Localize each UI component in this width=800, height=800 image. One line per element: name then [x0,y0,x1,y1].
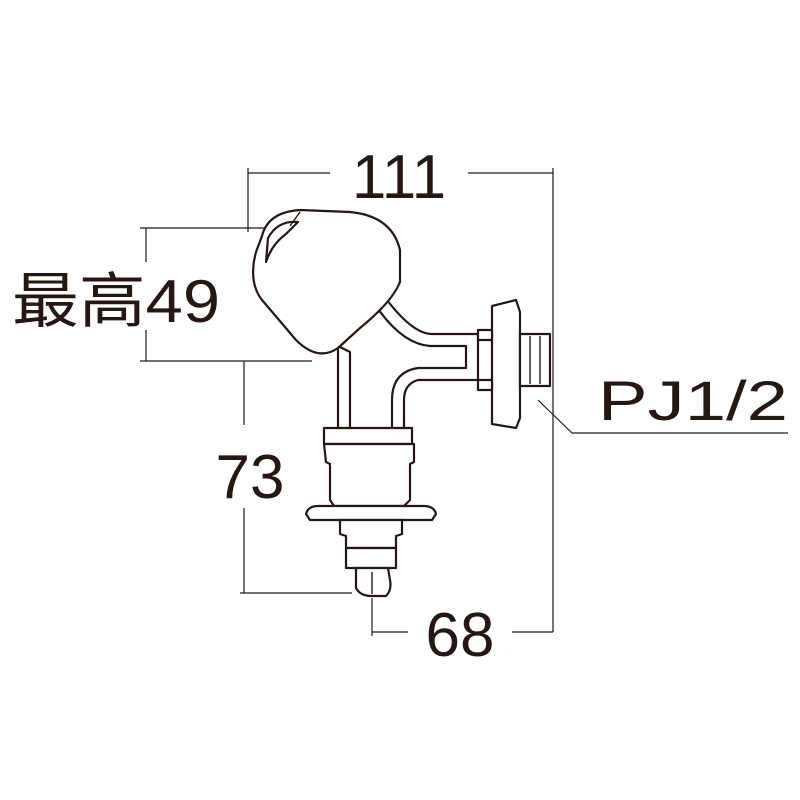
faucet-body [251,208,552,598]
dimension-73-label: 73 [216,443,285,512]
dimension-68-label: 68 [426,601,495,670]
dimension-73: 73 [216,361,352,594]
dimension-49: 最高49 [12,227,312,362]
dimension-111: 111 [247,143,554,632]
thread-leader: PJ1/2 [537,369,788,434]
thread-spec-label: PJ1/2 [598,369,788,432]
dimension-111-label: 111 [352,143,446,212]
dimension-68: 68 [371,598,553,670]
dimension-49-label: 最高49 [12,268,220,335]
